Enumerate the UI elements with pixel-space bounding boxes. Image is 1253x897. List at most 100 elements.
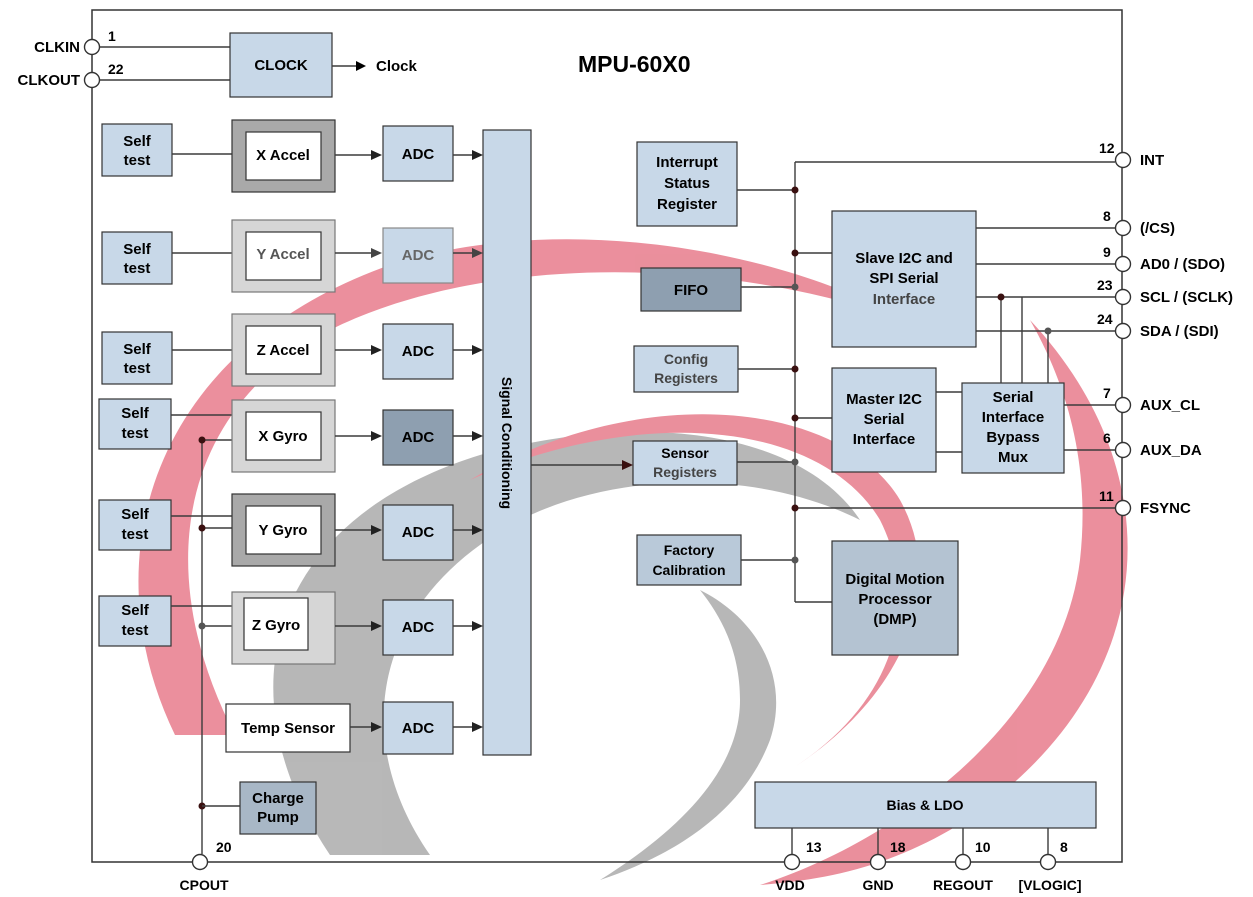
arrow-icon [472, 150, 483, 160]
sensor-registers-label: Sensor [661, 445, 709, 461]
junction-dot [198, 622, 206, 630]
slave-i2c-spi-interface [831, 210, 977, 348]
chip-title: MPU-60X0 [578, 51, 690, 77]
master-i2c-interface [831, 367, 937, 473]
pin-vdd-number: 13 [806, 839, 822, 855]
serial-interface-bypass-mux [961, 382, 1065, 474]
pin-gnd [869, 853, 887, 871]
clock-output-label: Clock [376, 58, 418, 75]
chip-outline [91, 9, 1123, 863]
adc-label: ADC [402, 720, 435, 737]
charge-pump-label: Pump [257, 809, 299, 826]
self-test-block [98, 595, 172, 647]
junction-dot [198, 436, 206, 444]
junction-dot [1044, 327, 1052, 335]
adc-block [382, 125, 454, 182]
pin-aux-da [1114, 441, 1132, 459]
charge-pump-section: Charge Pump [198, 436, 317, 854]
signal-conditioning-label: Signal Conditioning [499, 377, 515, 509]
interrupt-register-label: Status [664, 175, 710, 192]
fifo-label: FIFO [674, 282, 708, 299]
pin-aux-cl-number: 7 [1103, 385, 1111, 401]
pin-vlogic-label: [VLOGIC] [1019, 877, 1082, 893]
self-test-label: test [122, 622, 149, 639]
sensor-label: Y Gyro [259, 522, 308, 539]
signal-conditioning-block [482, 129, 532, 756]
adc-label: ADC [402, 146, 435, 163]
bias-ldo-block [754, 781, 1097, 829]
charge-pump-label: Charge [252, 790, 304, 807]
pin-scl-label: SCL / (SCLK) [1140, 289, 1233, 306]
pin-regout-number: 10 [975, 839, 991, 855]
pin-aux-da-number: 6 [1103, 430, 1111, 446]
arrow-icon [371, 621, 382, 631]
pin-fsync [1114, 499, 1132, 517]
adc-label: ADC [402, 524, 435, 541]
pin-vlogic [1039, 853, 1057, 871]
interrupt-register-label: Register [657, 196, 717, 213]
self-test-label: Self [123, 341, 152, 358]
digital-motion-processor [831, 540, 959, 656]
master-interface-label: Serial [864, 411, 905, 428]
pin-int [1114, 151, 1132, 169]
pin-clkout-number: 22 [108, 61, 124, 77]
pin-gnd-number: 18 [890, 839, 906, 855]
pin-cs [1114, 219, 1132, 237]
factory-calibration-label: Calibration [652, 562, 725, 578]
x-accel-chain: Self test X Accel ADC [101, 119, 483, 193]
sensor-registers [632, 440, 738, 486]
arrow-icon [371, 525, 382, 535]
adc-label: ADC [402, 247, 435, 264]
self-test-block [101, 123, 173, 177]
interface-blocks: Slave I2C and SPI Serial Interface Maste… [831, 210, 1065, 656]
arrow-icon [622, 460, 633, 470]
y-gyro-chain: Self test Y Gyro ADC [98, 493, 483, 567]
self-test-label: Self [121, 405, 150, 422]
internal-bus [737, 161, 1115, 603]
junction-dot [791, 458, 799, 466]
self-test-label: Self [121, 506, 150, 523]
pin-regout-label: REGOUT [933, 877, 993, 893]
pin-aux-cl-label: AUX_CL [1140, 397, 1200, 414]
pin-sda [1114, 322, 1132, 340]
pin-int-label: INT [1140, 152, 1164, 169]
arrow-icon [371, 150, 382, 160]
pin-fsync-label: FSYNC [1140, 500, 1191, 517]
self-test-label: test [124, 152, 151, 169]
junction-dot [791, 365, 799, 373]
pin-aux-cl [1114, 396, 1132, 414]
self-test-label: test [122, 526, 149, 543]
sensor-label: X Accel [256, 147, 310, 164]
register-blocks: Interrupt Status Register FIFO Config Re… [632, 141, 742, 586]
pin-vlogic-number: 8 [1060, 839, 1068, 855]
adc-label: ADC [402, 619, 435, 636]
dmp-label: Processor [858, 591, 932, 608]
pin-cpout [191, 853, 209, 871]
pin-cs-label: (/CS) [1140, 220, 1175, 237]
sensor-registers-label: Registers [653, 464, 717, 480]
self-test-label: Self [123, 133, 152, 150]
clock-block-label: CLOCK [254, 57, 307, 74]
pin-scl [1114, 288, 1132, 306]
pin-aux-da-label: AUX_DA [1140, 442, 1202, 459]
pin-ad0-number: 9 [1103, 244, 1111, 260]
arrow-icon [472, 345, 483, 355]
fifo-block [640, 267, 742, 312]
bypass-mux-label: Serial [993, 389, 1034, 406]
x-gyro-chain: Self test X Gyro ADC [98, 398, 483, 473]
self-test-label: test [122, 425, 149, 442]
charge-pump-block [239, 781, 317, 835]
junction-dot [997, 293, 1005, 301]
arrow-icon [371, 345, 382, 355]
slave-interface-label: Interface [873, 291, 936, 308]
sensor-block [245, 231, 322, 281]
junction-dot [791, 249, 799, 257]
self-test-block [98, 499, 172, 551]
pin-vdd [783, 853, 801, 871]
clock-section: CLOCK Clock CLKIN 1 CLKOUT 22 [18, 28, 418, 98]
adc-label: ADC [402, 343, 435, 360]
clock-block [229, 32, 333, 98]
sensor-block [245, 325, 322, 375]
junction-dot [791, 504, 799, 512]
pin-clkin [83, 38, 101, 56]
